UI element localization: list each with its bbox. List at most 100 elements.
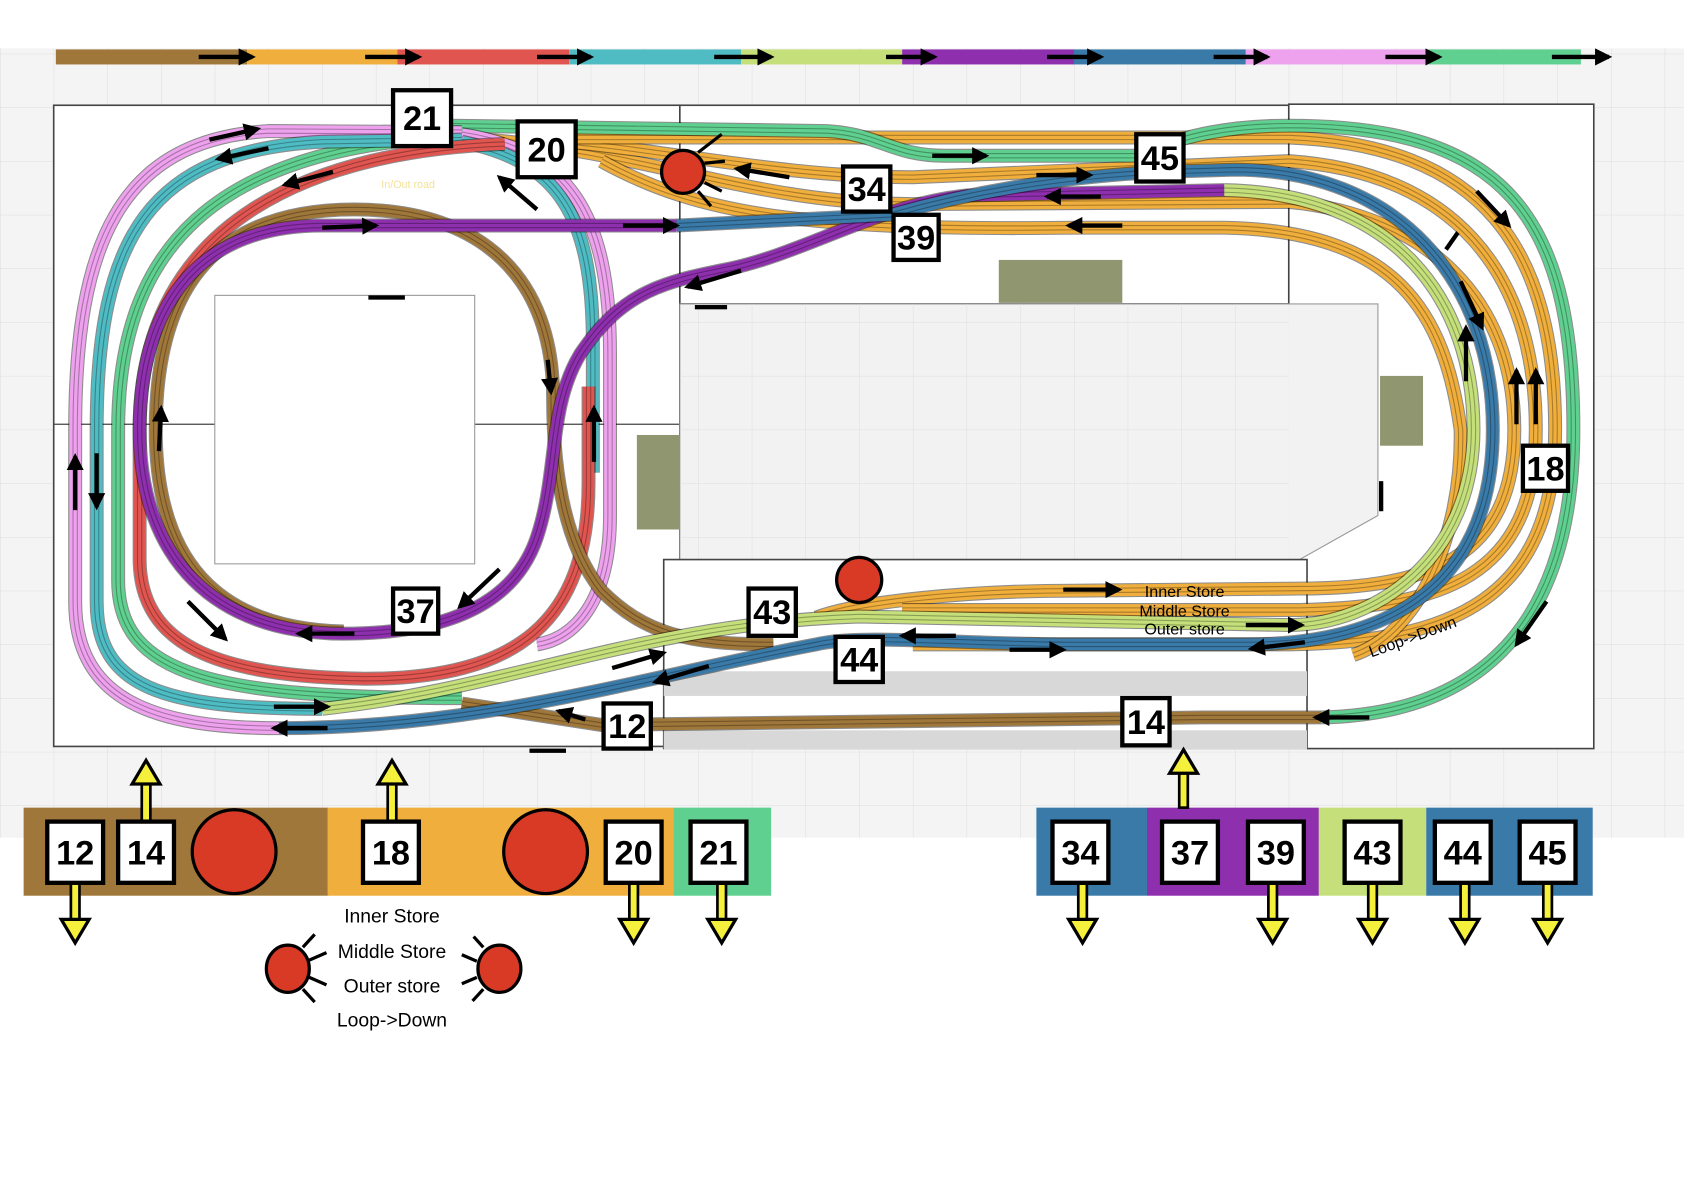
block-box — [1432, 819, 1493, 885]
block-number: 37 — [1171, 834, 1209, 872]
block-box — [891, 212, 941, 263]
block-number: 20 — [615, 834, 653, 872]
block-number: 14 — [1127, 704, 1165, 742]
marker-bar — [529, 748, 566, 753]
color-bar-brown — [55, 49, 248, 65]
pointer-down-arrow — [1530, 881, 1565, 947]
track-rails — [558, 135, 1557, 647]
color-bar-teal — [569, 49, 742, 65]
platform-upper — [663, 671, 1308, 696]
panel-block-14[interactable]: 14 — [115, 819, 177, 885]
store-label-middle: Middle Store — [1139, 602, 1229, 620]
block-34[interactable]: 34 — [840, 164, 893, 214]
block-number: 18 — [1526, 450, 1564, 488]
platform-lower — [663, 730, 1308, 750]
block-number: 34 — [1061, 834, 1099, 872]
block-box — [1245, 819, 1306, 885]
track-rails — [461, 140, 595, 473]
block-number: 12 — [56, 834, 94, 872]
block-20[interactable]: 20 — [515, 119, 578, 180]
block-21[interactable]: 21 — [390, 88, 454, 149]
block-number: 21 — [699, 834, 737, 872]
block-number: 21 — [403, 100, 441, 138]
block-number: 37 — [397, 593, 435, 631]
building-grid — [679, 303, 1289, 560]
track-rails — [138, 188, 1225, 636]
direction-arrow — [1247, 638, 1306, 656]
scenery-block — [1380, 375, 1424, 446]
block-box — [833, 634, 885, 685]
block-12[interactable]: 12 — [601, 701, 653, 751]
legend-loop-down: Loop->Down — [337, 1011, 447, 1032]
block-number: 18 — [372, 834, 410, 872]
direction-arrow — [208, 123, 262, 142]
direction-arrow — [1514, 600, 1549, 648]
track-rails — [116, 134, 462, 700]
panel-block-18[interactable]: 18 — [360, 819, 421, 885]
panel-signal[interactable] — [190, 808, 278, 896]
track-rails — [138, 142, 591, 681]
panel-signal[interactable] — [502, 808, 590, 896]
panel-block-45[interactable]: 45 — [1517, 819, 1578, 885]
block-box — [746, 586, 798, 638]
block-box — [1342, 819, 1403, 885]
color-bar-blue — [1073, 49, 1246, 65]
panel-block-12[interactable]: 12 — [45, 819, 106, 885]
block-box — [1520, 443, 1571, 493]
color-bar-green — [1428, 49, 1581, 65]
scenery-block — [636, 434, 680, 530]
scenery-block — [998, 259, 1123, 303]
panel-block-39[interactable]: 39 — [1245, 819, 1306, 885]
direction-arrow — [496, 174, 539, 212]
block-box — [360, 819, 421, 885]
direction-arrow — [322, 217, 380, 235]
panel-block-34[interactable]: 34 — [1050, 819, 1111, 885]
color-bar-pink — [1245, 49, 1429, 65]
direction-arrows — [66, 48, 1613, 737]
store-label-outer: Outer store — [1144, 621, 1225, 639]
signal-top — [659, 132, 726, 208]
block-44[interactable]: 44 — [833, 634, 885, 685]
color-bar-red — [397, 49, 570, 65]
color-bar-purple — [902, 49, 1074, 65]
panel-block-21[interactable]: 21 — [688, 819, 749, 885]
block-45[interactable]: 45 — [1134, 132, 1186, 184]
direction-arrow — [281, 169, 334, 190]
marker-bar — [368, 295, 405, 300]
block-43[interactable]: 43 — [746, 586, 798, 638]
block-box — [115, 819, 177, 885]
panel-block-37[interactable]: 37 — [1159, 819, 1221, 885]
legend-middle-store: Middle Store — [338, 942, 447, 963]
direction-arrow — [611, 648, 668, 671]
block-number: 44 — [1444, 834, 1482, 872]
block-number: 45 — [1528, 834, 1566, 872]
block-box — [1517, 819, 1578, 885]
block-14[interactable]: 14 — [1120, 695, 1172, 748]
block-39[interactable]: 39 — [891, 212, 941, 263]
marker-bar — [694, 305, 728, 310]
block-box — [1159, 819, 1221, 885]
block-box — [390, 586, 441, 636]
panel-block-43[interactable]: 43 — [1342, 819, 1403, 885]
block-18[interactable]: 18 — [1520, 443, 1571, 493]
inner-board-hole — [214, 294, 476, 565]
track-rails — [461, 701, 1321, 727]
block-box — [390, 88, 454, 149]
block-number: 44 — [840, 642, 878, 680]
block-37[interactable]: 37 — [390, 586, 441, 636]
track-rails — [322, 188, 1476, 711]
block-box — [1134, 132, 1186, 184]
panel-block-44[interactable]: 44 — [1432, 819, 1493, 885]
block-number: 39 — [897, 219, 935, 257]
signal-legend-lamp-right — [476, 943, 523, 994]
panel-block-20[interactable]: 20 — [603, 819, 664, 885]
block-box — [688, 819, 749, 885]
signal-legend-lamp-left — [264, 943, 311, 994]
track-rails — [95, 138, 462, 711]
signal-lamp — [659, 148, 707, 195]
pointer-up-arrow — [1166, 746, 1201, 809]
direction-arrow — [457, 567, 501, 610]
panel-blocks: 12 14 18 20 21 34 37 39 43 44 45 — [45, 819, 1578, 885]
